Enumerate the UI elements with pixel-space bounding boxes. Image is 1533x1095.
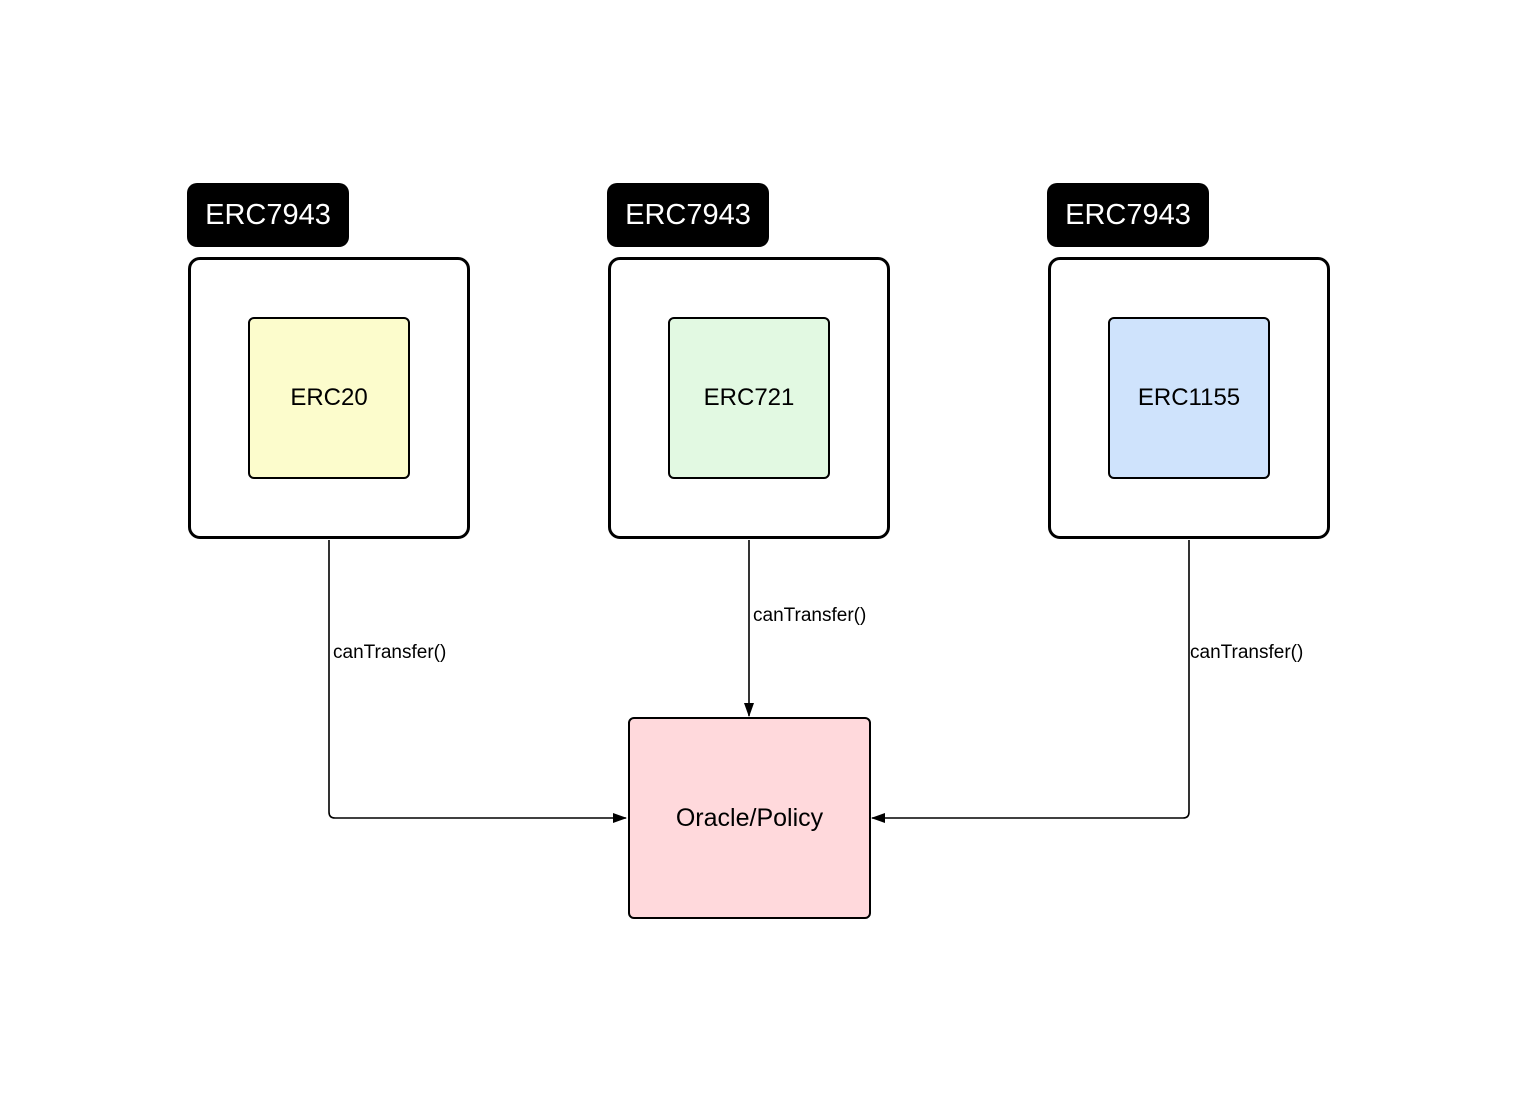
edge-label-erc1155: canTransfer() [1190,641,1304,665]
connector-erc1155-to-oracle [871,540,1190,823]
erc7943-tag-3: ERC7943 [1047,183,1209,247]
edge-label-erc20: canTransfer() [333,641,447,665]
erc1155-box: ERC1155 [1108,317,1270,479]
erc7943-tag-2: ERC7943 [607,183,769,247]
oracle-policy-box: Oracle/Policy [628,717,871,919]
edge-label-erc721: canTransfer() [753,604,867,628]
erc7943-tag-1: ERC7943 [187,183,349,247]
connector-erc20-to-oracle [328,540,627,823]
erc20-box: ERC20 [248,317,410,479]
erc721-box: ERC721 [668,317,830,479]
